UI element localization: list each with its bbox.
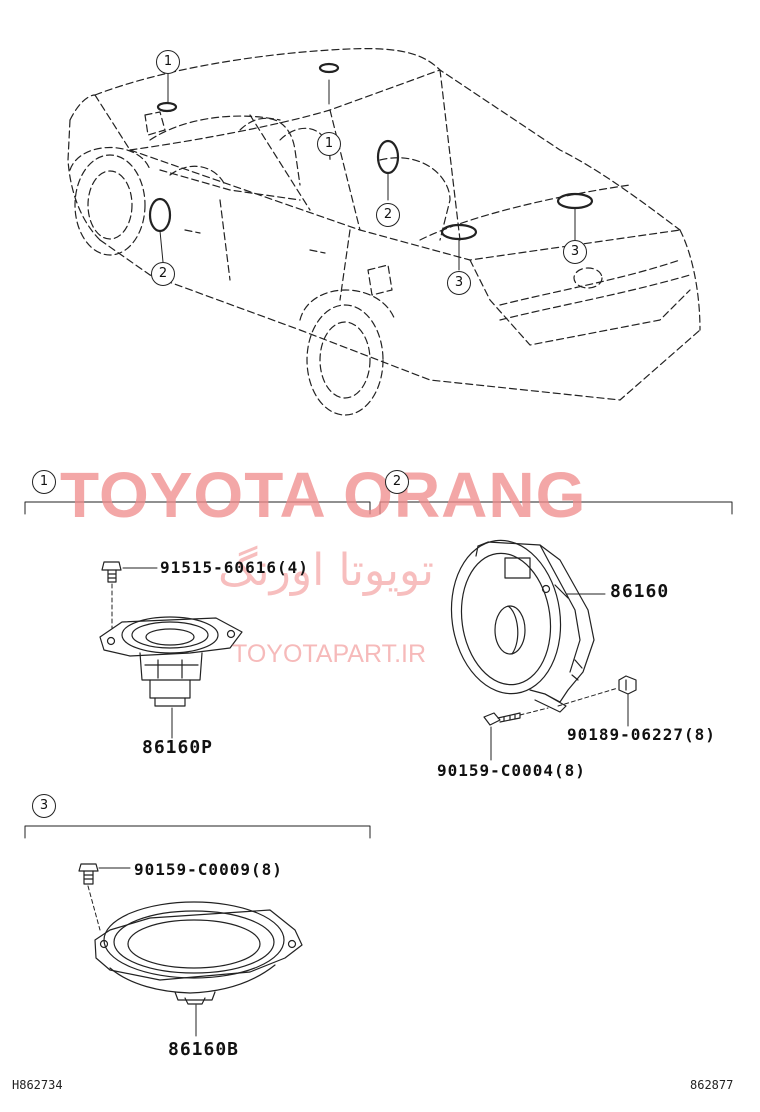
tweeter-86160P	[99, 561, 243, 739]
illustration-code-left: H862734	[12, 1078, 63, 1092]
section-1-marker: 1	[32, 470, 56, 494]
callout-2-front-door-left: 2	[151, 262, 175, 286]
part-label-86160P[interactable]: 86160P	[142, 737, 214, 758]
section-2-marker: 2	[385, 470, 409, 494]
part-label-90189-06227[interactable]: 90189-06227(8)	[567, 725, 716, 744]
watermark-persian: تویوتا اورنگ	[218, 545, 434, 596]
callout-1-front-tweeter-right: 1	[317, 132, 341, 156]
part-label-90159-C0004[interactable]: 90159-C0004(8)	[437, 761, 586, 780]
callout-3-rear-shelf-right: 3	[563, 240, 587, 264]
speaker-86160	[450, 539, 637, 761]
section-3-marker: 3	[32, 794, 56, 818]
part-label-91515-60616[interactable]: 91515-60616(4)	[160, 558, 309, 577]
part-label-86160[interactable]: 86160	[610, 581, 670, 602]
watermark-brand: TOYOTA ORANG	[60, 459, 587, 531]
callout-leaders	[159, 72, 576, 271]
part-label-90159-C0009[interactable]: 90159-C0009(8)	[134, 860, 283, 879]
speaker-markers	[148, 62, 594, 241]
callout-2-rear-door: 2	[376, 203, 400, 227]
part-label-86160B[interactable]: 86160B	[168, 1039, 240, 1060]
callout-1-front-tweeter-left: 1	[156, 50, 180, 74]
watermark-url: TOYOTAPART.IR	[232, 640, 427, 668]
section-brackets	[24, 501, 733, 839]
illustration-code-right: 862877	[690, 1078, 734, 1092]
speaker-86160B	[78, 863, 303, 1037]
callout-3-rear-shelf-left: 3	[447, 271, 471, 295]
